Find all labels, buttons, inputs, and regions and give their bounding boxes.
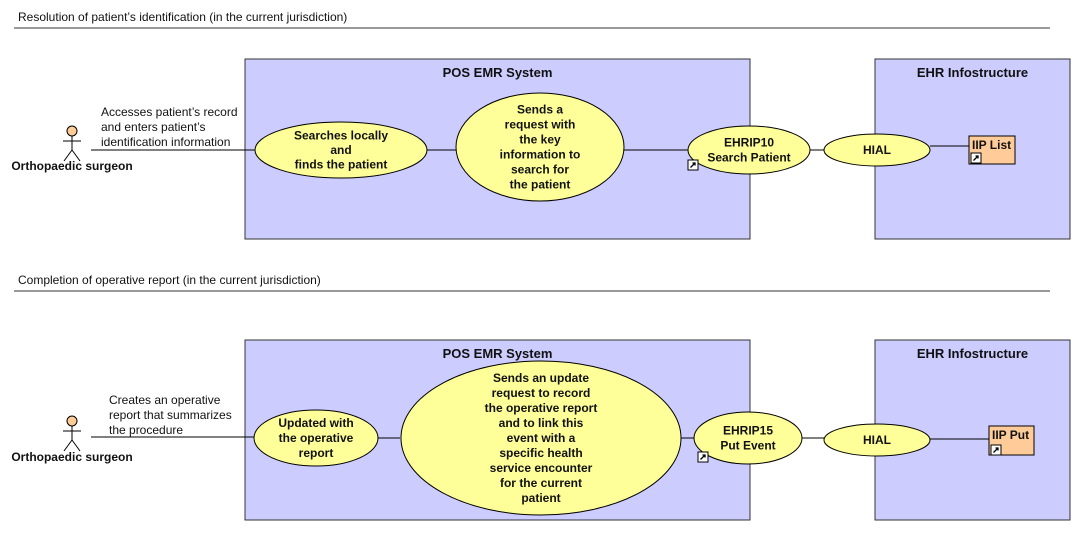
actor-icon — [63, 125, 81, 162]
actor-note: identification information — [101, 135, 230, 149]
use-case-label: patient — [521, 491, 560, 505]
link-icon[interactable] — [697, 451, 709, 463]
pos-emr-system-title: POS EMR System — [443, 346, 553, 361]
use-case[interactable]: HIAL — [823, 423, 931, 457]
actor-note: Creates an operative — [109, 393, 221, 407]
use-case-label: Sends a — [517, 103, 563, 117]
use-case-label: finds the patient — [295, 158, 388, 172]
actor-note: the procedure — [109, 423, 183, 437]
actor-icon — [63, 415, 81, 452]
use-case-label: service encounter — [490, 461, 593, 475]
use-case-label: information to — [500, 148, 581, 162]
use-case-label: report — [299, 446, 334, 460]
use-case-label: the operative report — [485, 401, 598, 415]
actor-label: Orthopaedic surgeon — [11, 159, 132, 173]
actor-label: Orthopaedic surgeon — [11, 450, 132, 464]
ehr-infostructure-title: EHR Infostructure — [917, 65, 1028, 80]
actor-note: and enters patient’s — [101, 120, 206, 134]
use-case-label: specific health — [499, 446, 582, 460]
use-case-label: HIAL — [863, 143, 891, 157]
actor-note: Accesses patient’s record — [101, 105, 238, 119]
use-case-label: the operative — [279, 431, 354, 445]
use-case-label: EHRIP10 — [724, 136, 774, 150]
ehr-infostructure-title: EHR Infostructure — [917, 346, 1028, 361]
use-case-label: for the current — [500, 476, 582, 490]
use-case-label: the patient — [510, 178, 571, 192]
use-case-label: EHRIP15 — [723, 424, 773, 438]
use-case-label: request with — [505, 118, 576, 132]
use-case-label: and — [330, 143, 351, 157]
use-case-label: HIAL — [863, 433, 891, 447]
use-case-label: Searches locally — [294, 129, 388, 143]
actor-note: report that summarizes — [109, 408, 232, 422]
scenario-section: Completion of operative report (in the c… — [11, 273, 1071, 521]
use-case-label: request to record — [492, 386, 591, 400]
pos-emr-system-title: POS EMR System — [443, 65, 553, 80]
iip-label: IIP Put — [992, 428, 1029, 442]
use-case-label: Sends an update — [493, 371, 589, 385]
scenario-section: Resolution of patient’s identification (… — [11, 10, 1071, 240]
use-case-label: Search Patient — [707, 151, 790, 165]
use-case-label: and to link this — [499, 416, 584, 430]
iip-box[interactable]: IIP Put — [988, 425, 1035, 456]
link-icon[interactable] — [970, 152, 982, 164]
section-title: Resolution of patient’s identification (… — [18, 10, 347, 24]
link-icon[interactable] — [990, 444, 1002, 456]
iip-label: IIP List — [972, 138, 1011, 152]
use-case-label: Updated with — [278, 416, 353, 430]
use-case[interactable]: HIAL — [823, 133, 931, 167]
iip-box[interactable]: IIP List — [968, 135, 1016, 165]
use-case-label: Put Event — [720, 439, 775, 453]
use-case-label: event with a — [507, 431, 576, 445]
use-case-label: search for — [511, 163, 569, 177]
link-icon[interactable] — [687, 159, 699, 171]
use-case-label: the key — [519, 133, 561, 147]
section-title: Completion of operative report (in the c… — [18, 273, 321, 287]
